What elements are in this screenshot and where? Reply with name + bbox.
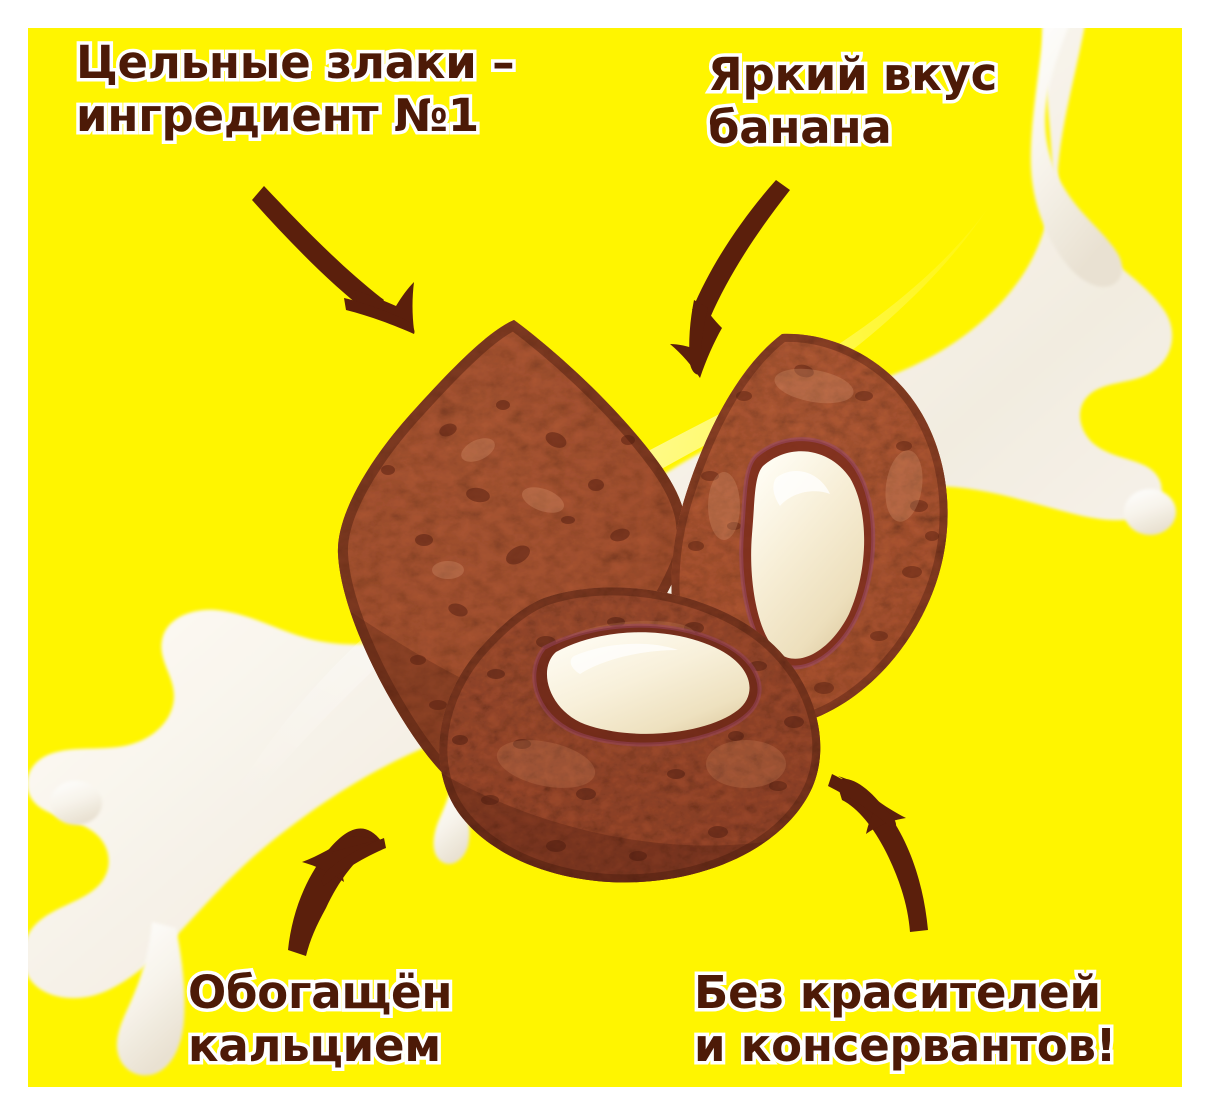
callout-calcium-enriched: Обогащён кальцием <box>184 962 455 1075</box>
callout-whole-grains: Цельные злаки – ингредиент №1 <box>72 32 518 145</box>
cereal-pillow-plain <box>337 320 687 797</box>
milk-splash <box>28 28 1176 1076</box>
yellow-background-panel <box>28 28 1182 1087</box>
callout-banana-flavor: Яркий вкус банана <box>704 44 1000 157</box>
cereal-pillow-filled-right <box>671 333 948 728</box>
callout-no-additives: Без красителей и консервантов! <box>690 962 1119 1075</box>
cereal-pillow-filled-bottom <box>439 587 821 883</box>
